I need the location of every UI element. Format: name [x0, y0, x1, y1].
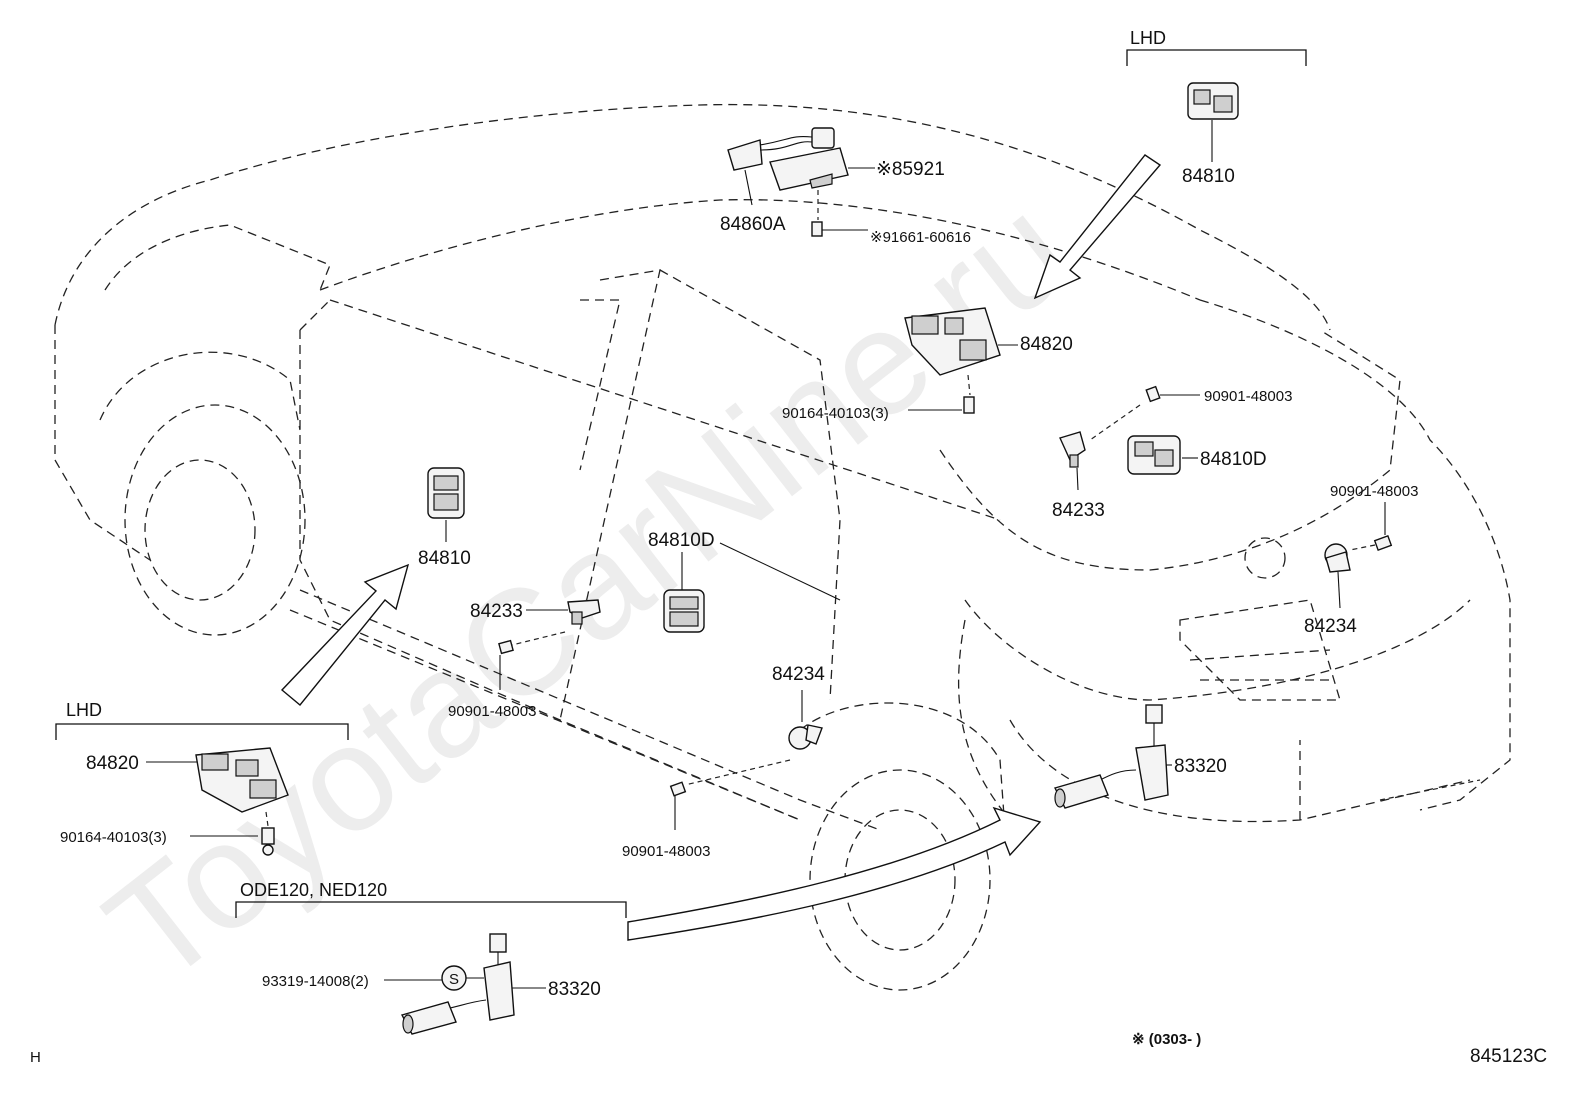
engine-group: ODE120, NED120 93319-14008(2) S 83320 [235, 880, 627, 1035]
label-90901-a: 90901-48003 [1204, 388, 1292, 405]
pointer-arrows [280, 154, 1162, 941]
label-84233-right: 84233 [1052, 500, 1105, 521]
bolt-91661[interactable] [811, 221, 868, 237]
footnote-date-range: ※ (0303- ) [1132, 1031, 1201, 1048]
label-84820-top: 84820 [1020, 334, 1073, 355]
label-85921: ※85921 [876, 159, 945, 180]
fuel-sender-gauge-83320-left[interactable] [400, 933, 515, 1035]
master-switch-group-top: 84820 90164-40103(3) [782, 307, 1073, 422]
screw-90164-top[interactable] [963, 396, 975, 414]
label-90164-top: 90164-40103(3) [782, 405, 889, 422]
label-84810-top: 84810 [1182, 166, 1235, 187]
label-84820-left: 84820 [86, 753, 139, 774]
label-84233-left: 84233 [470, 601, 523, 622]
courtesy-switch-84234-right[interactable] [1324, 543, 1351, 573]
diagram-code: 845123C [1470, 1046, 1547, 1067]
label-90901-d: 90901-48003 [622, 843, 710, 860]
watermark: ToyotaCarNine.ru [76, 164, 1099, 1015]
courtesy-switch-84234-mid[interactable] [788, 724, 823, 750]
label-84810d-right: 84810D [1200, 449, 1267, 470]
seal-mark: S [449, 971, 459, 988]
label-84860a: 84860A [720, 214, 786, 235]
window-switch-84810d-right[interactable] [1127, 435, 1181, 475]
screw-90901-c[interactable] [498, 639, 514, 655]
rear-door-right-group: 90901-48003 84233 84810D 90901-48003 842… [1052, 385, 1418, 637]
window-switch-84810-left[interactable] [427, 467, 465, 519]
car-outline [54, 103, 1511, 991]
front-door-left-group: 84810 [418, 467, 471, 569]
fuel-sender-group-right: 83320 [1053, 704, 1227, 809]
label-84810d-mid: 84810D [648, 530, 715, 551]
group-label-engine: ODE120, NED120 [240, 880, 387, 900]
master-window-switch-84820-left[interactable] [195, 747, 289, 813]
label-83320-right: 83320 [1174, 756, 1227, 777]
screw-90901-a[interactable] [1145, 385, 1161, 403]
courtesy-switch-84233-left[interactable] [567, 599, 601, 625]
label-84234-right: 84234 [1304, 616, 1357, 637]
corner-mark: H [30, 1049, 41, 1066]
power-window-switch-84810-top[interactable] [1187, 82, 1239, 120]
lhd-left-group: LHD 84820 90164-40103(3) [55, 700, 349, 856]
window-switch-84810d-mid[interactable] [663, 589, 705, 633]
screw-90164-left[interactable] [261, 827, 275, 856]
label-90164-left: 90164-40103(3) [60, 829, 167, 846]
courtesy-switch-84233-right[interactable] [1059, 431, 1086, 468]
seal-93319[interactable]: S [441, 965, 467, 991]
label-83320-left: 83320 [548, 979, 601, 1000]
screw-90901-d[interactable] [669, 781, 687, 797]
label-91661: ※91661-60616 [870, 229, 971, 246]
rear-door-mid-group: 84810D 84233 90901-48003 84234 [448, 530, 841, 860]
group-label-lhd-left: LHD [66, 700, 102, 720]
fuel-sender-gauge-83320-right[interactable] [1053, 704, 1169, 809]
control-module-85921[interactable] [769, 147, 849, 191]
label-90901-b: 90901-48003 [1330, 483, 1418, 500]
group-label-lhd-top: LHD [1130, 28, 1166, 48]
harness-connector-84860a[interactable] [727, 127, 835, 171]
label-84810-left: 84810 [418, 548, 471, 569]
master-window-switch-84820-top[interactable] [904, 307, 1001, 376]
label-93319: 93319-14008(2) [262, 973, 369, 990]
label-90901-c: 90901-48003 [448, 703, 536, 720]
module-group: 84860A ※85921 ※91661-60616 [720, 127, 971, 246]
lhd-top-group: LHD 84810 [1126, 28, 1307, 187]
screw-90901-b[interactable] [1373, 535, 1393, 551]
label-84234-mid: 84234 [772, 664, 825, 685]
